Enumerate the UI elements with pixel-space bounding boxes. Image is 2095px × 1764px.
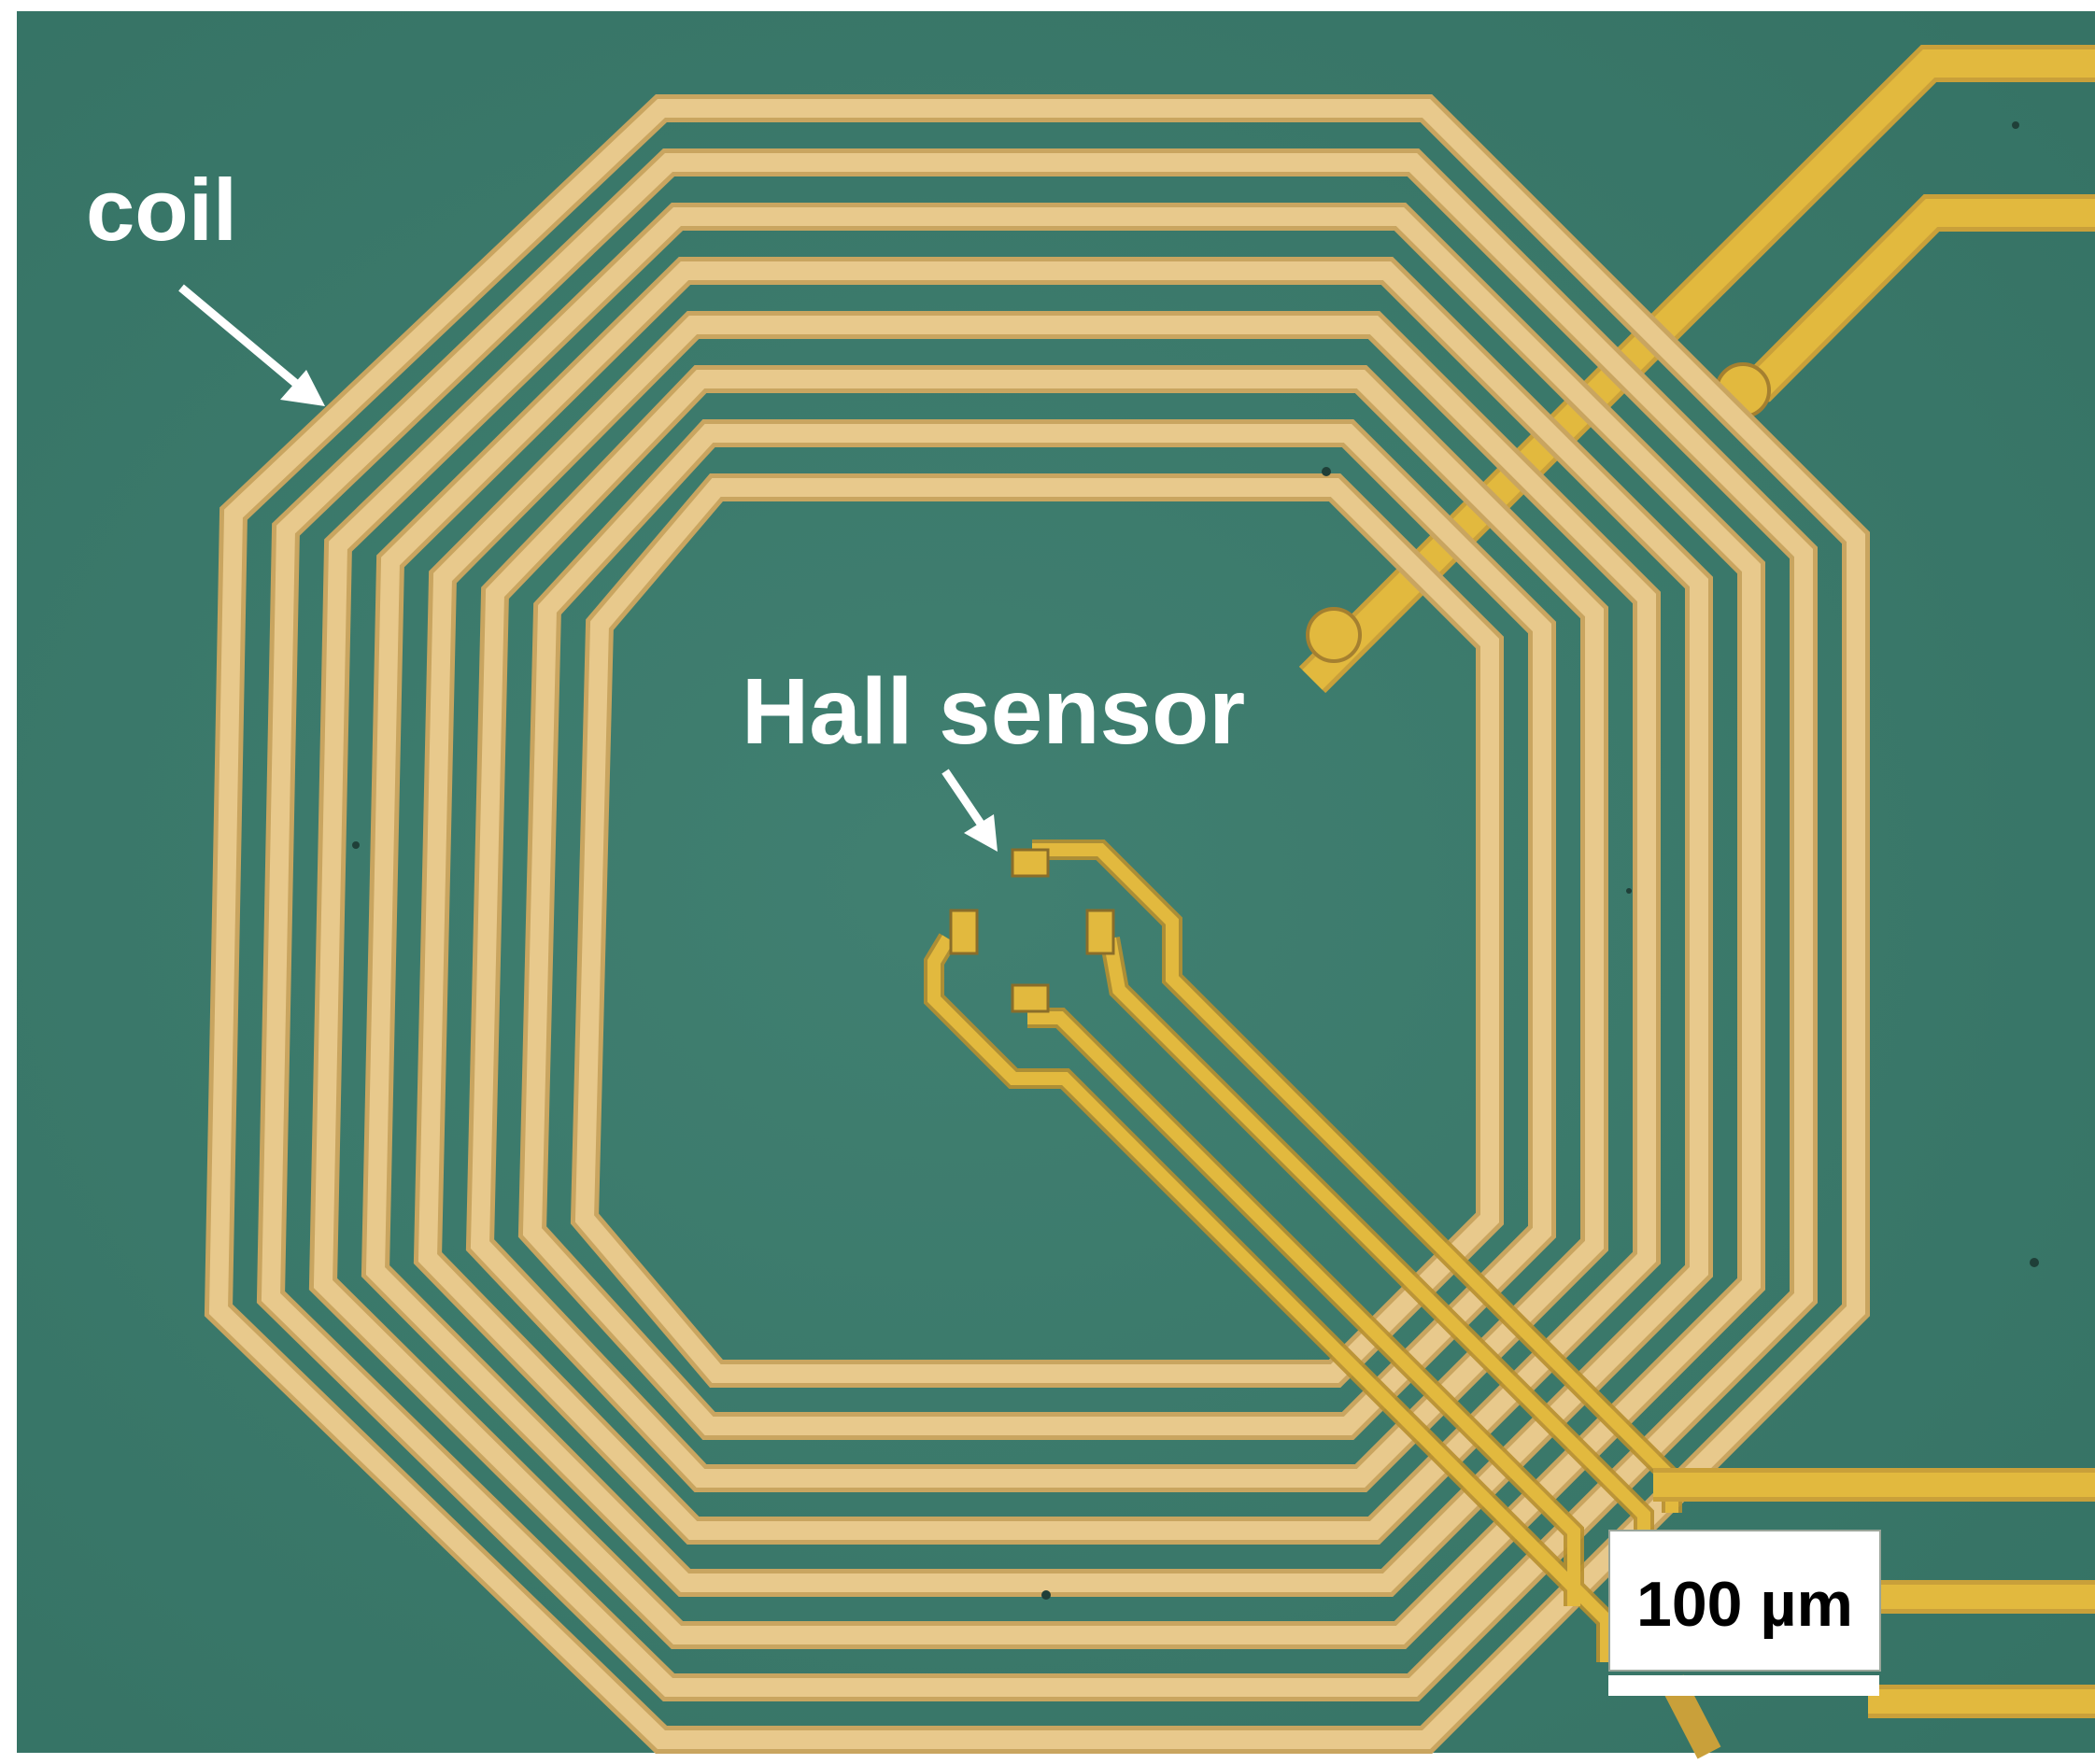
scale-bar xyxy=(1608,1675,1879,1696)
scale-bar-label-box: 100 µm xyxy=(1608,1530,1881,1672)
hall-sensor-label: Hall sensor xyxy=(742,659,1246,764)
coil-label: coil xyxy=(86,161,237,259)
via-pad-inner xyxy=(1306,607,1362,663)
hall-pad-right xyxy=(1085,909,1115,955)
bottom-right-leads xyxy=(1653,1468,2095,1759)
scale-bar-label: 100 µm xyxy=(1636,1569,1853,1640)
hall-sensor-arrow xyxy=(941,769,998,852)
dust-specks xyxy=(352,121,2039,1600)
coil-arrow xyxy=(178,284,325,406)
coil-turns xyxy=(204,94,1870,1754)
hall-pad-top xyxy=(1011,848,1050,878)
hall-pad-left xyxy=(949,909,979,955)
hall-pad-bottom xyxy=(1011,983,1050,1013)
hall-sensor xyxy=(949,848,1115,1013)
